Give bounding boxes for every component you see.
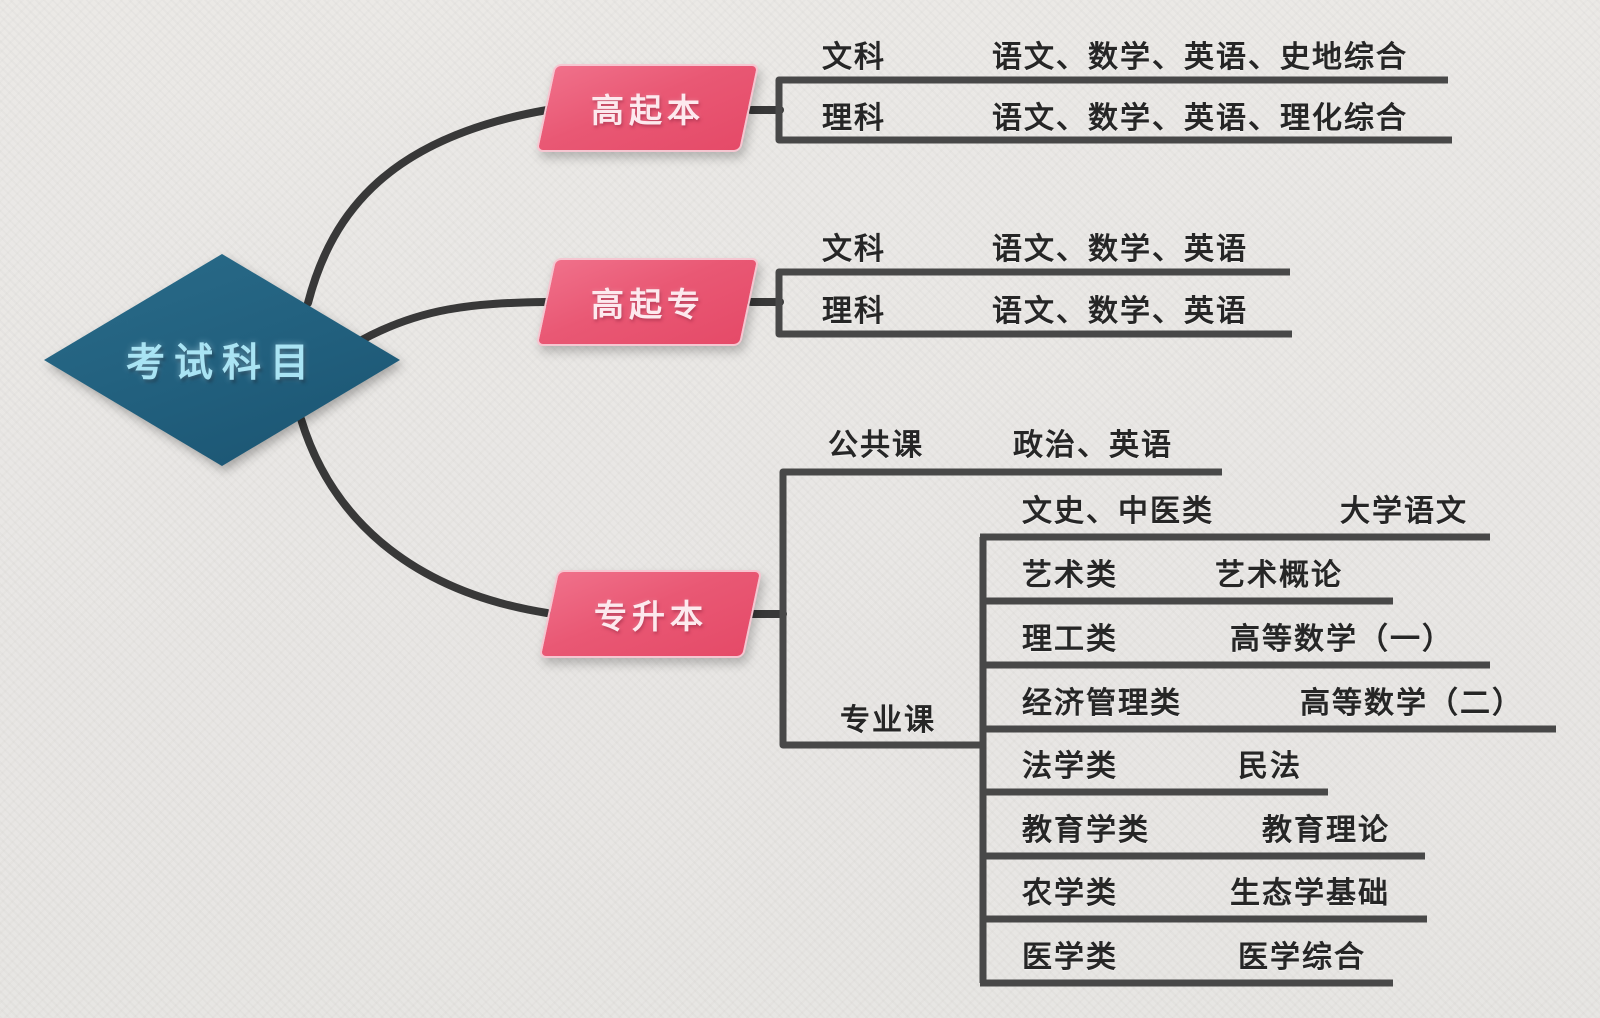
curve-root-to-zhuanshengben <box>297 415 551 617</box>
node-gaoqizhuan-shape: 高起专 <box>535 258 760 346</box>
subjects-cat-jingguan: 高等数学（二） <box>1300 687 1524 720</box>
subjects-cat-faxue: 民法 <box>1238 750 1302 783</box>
label-cat-nongxue: 农学类 <box>1022 877 1118 910</box>
subjects-gaoqizhuan-like: 语文、数学、英语 <box>992 295 1248 328</box>
subjects-cat-nongxue: 生态学基础 <box>1230 877 1390 910</box>
root-node-label: 考试科目 <box>125 342 318 385</box>
label-cat-ligong: 理工类 <box>1022 623 1118 656</box>
label-gaoqiben-wenke: 文科 <box>822 41 886 74</box>
curve-root-to-gaoqiben <box>304 106 551 307</box>
label-gaoqiben-like: 理科 <box>822 102 886 135</box>
subjects-gaoqiben-like: 语文、数学、英语、理化综合 <box>992 102 1408 135</box>
label-cat-yishu: 艺术类 <box>1022 559 1118 592</box>
label-cat-jiaoyu: 教育学类 <box>1022 814 1150 847</box>
subjects-gaoqizhuan-wenke: 语文、数学、英语 <box>992 233 1248 266</box>
label-zhuanyeke: 专业课 <box>840 704 936 737</box>
label-cat-yixue: 医学类 <box>1022 941 1118 974</box>
bracket-zhuanshengben <box>779 468 1222 749</box>
label-cat-jingguan: 经济管理类 <box>1022 687 1182 720</box>
subjects-cat-jiaoyu: 教育理论 <box>1262 814 1390 847</box>
bracket-gaoqizhuan <box>775 268 1292 338</box>
subjects-cat-wenshi: 大学语文 <box>1340 495 1468 528</box>
node-gaoqizhuan: 高起专 <box>535 258 760 346</box>
root-node: 考试科目 <box>44 254 400 466</box>
root-node-shape: 考试科目 <box>44 254 400 466</box>
curve-root-to-gaoqizhuan <box>356 298 551 345</box>
subjects-gonggongke: 政治、英语 <box>1013 429 1173 462</box>
bracket-gaoqiben <box>775 76 1452 144</box>
label-gaoqizhuan-like: 理科 <box>822 295 886 328</box>
label-gonggongke: 公共课 <box>828 429 924 462</box>
node-zhuanshengben: 专升本 <box>538 570 763 658</box>
node-zhuanshengben-shape: 专升本 <box>538 570 763 658</box>
node-gaoqiben-label: 高起本 <box>590 92 705 129</box>
node-gaoqiben: 高起本 <box>535 64 760 152</box>
subjects-gaoqiben-wenke: 语文、数学、英语、史地综合 <box>992 41 1408 74</box>
subjects-cat-yixue: 医学综合 <box>1238 941 1366 974</box>
subjects-cat-yishu: 艺术概论 <box>1215 559 1343 592</box>
label-gaoqizhuan-wenke: 文科 <box>822 233 886 266</box>
node-zhuanshengben-label: 专升本 <box>593 598 708 635</box>
node-gaoqiben-shape: 高起本 <box>535 64 760 152</box>
label-cat-wenshi: 文史、中医类 <box>1022 495 1214 528</box>
label-cat-faxue: 法学类 <box>1022 750 1118 783</box>
node-gaoqizhuan-label: 高起专 <box>590 286 705 323</box>
subjects-cat-ligong: 高等数学（一） <box>1230 623 1454 656</box>
